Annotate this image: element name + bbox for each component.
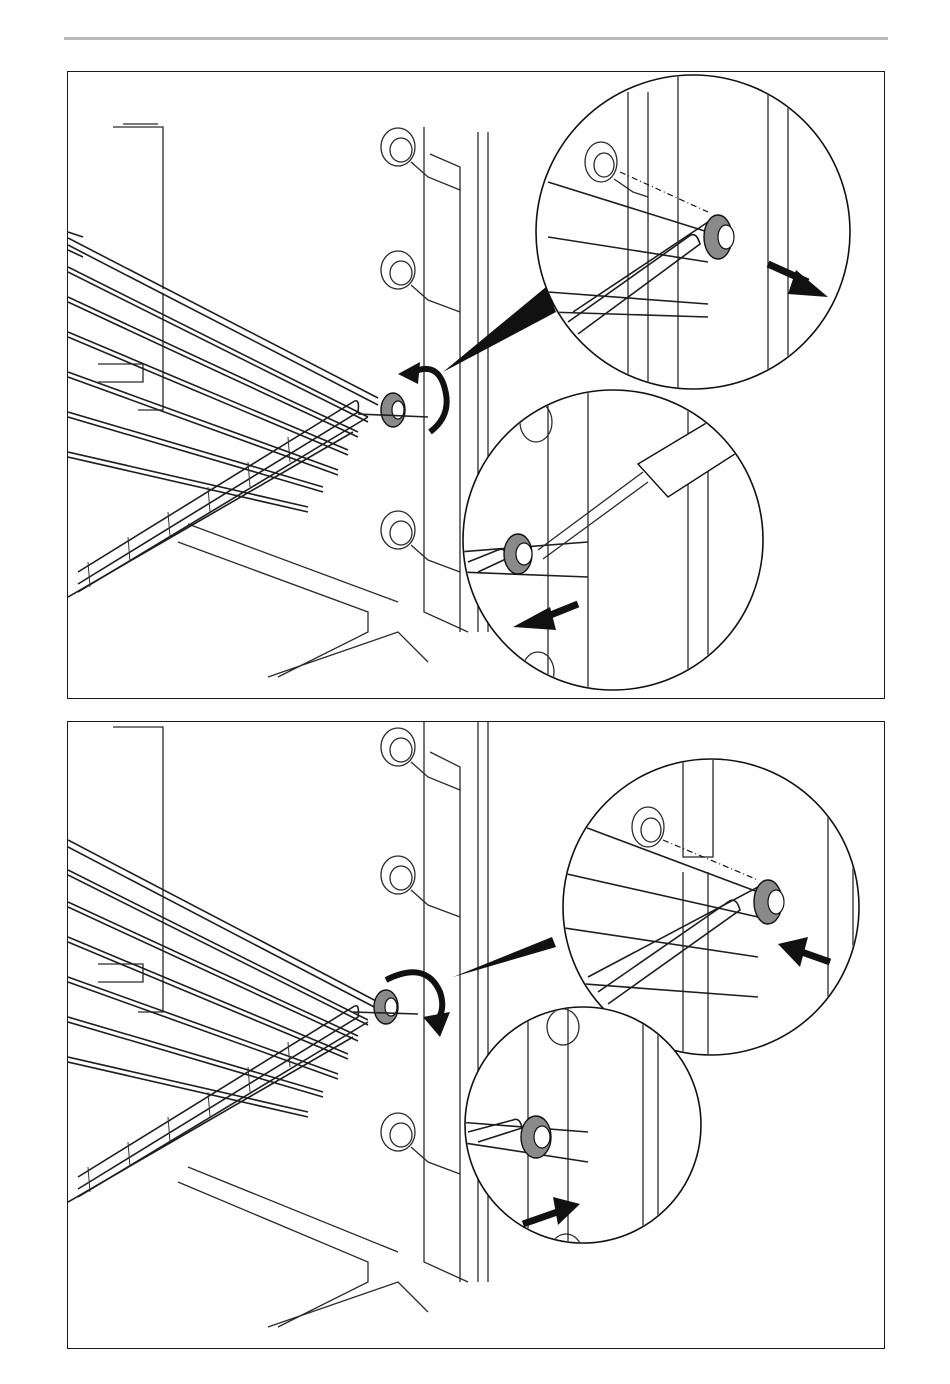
zoom-detail-insert [458, 1002, 701, 1270]
figure-install-rack [67, 721, 885, 1349]
illustration-remove-rack [68, 72, 884, 698]
oven-cavity [178, 1167, 428, 1327]
figure-remove-rack [67, 71, 885, 699]
callout-pointer [453, 937, 556, 977]
wire-rack [68, 232, 378, 597]
oven-left-wall [98, 727, 163, 1012]
rotate-arrow-icon [398, 362, 447, 432]
illustration-install-rack [68, 722, 884, 1348]
wire-rack [68, 840, 378, 1202]
rack-knob [353, 990, 418, 1024]
zoom-detail-pry [458, 390, 763, 692]
zoom-detail-pull [536, 72, 850, 422]
header-rule [64, 37, 888, 40]
